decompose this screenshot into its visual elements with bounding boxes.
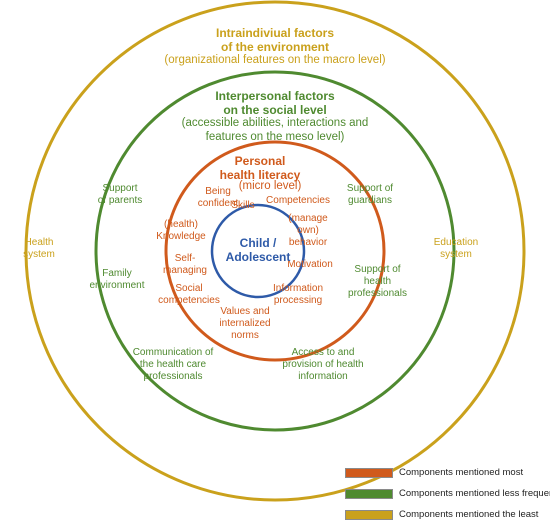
macro-item-education-system: Education system: [433, 237, 479, 260]
meso-item-support-of-parents: Support of parents: [97, 183, 143, 206]
meso-subtitle: (accessible abilities, interactions and …: [181, 117, 369, 143]
micro-item-health-knowledge: (health) Knowledge: [156, 219, 206, 242]
legend: Components mentioned most Components men…: [345, 462, 550, 525]
micro-ring: [164, 140, 386, 362]
legend-label-less-frequently: Components mentioned less frequently: [399, 488, 550, 499]
meso-item-support-of-health-professionals: Support of health professionals: [348, 264, 407, 299]
micro-item-motivation: Motivation: [287, 259, 333, 270]
meso-item-family-environment: Family environment: [89, 268, 145, 291]
legend-label-least: Components mentioned the least: [399, 509, 539, 520]
legend-swatch-less-frequently: [345, 488, 393, 499]
micro-item-being-confident: Being confident: [197, 186, 239, 209]
meso-item-support-of-guardians: Support of guardians: [346, 183, 394, 206]
legend-swatch-most: [345, 467, 393, 478]
micro-item-skills: Skills: [231, 200, 255, 211]
micro-item-competencies: Competencies: [266, 195, 330, 206]
macro-title: Intraindiviual factors of the environmen…: [215, 26, 335, 55]
legend-swatch-least: [345, 509, 393, 520]
micro-item-information-processing: Information processing: [272, 283, 324, 306]
micro-subtitle: (micro level): [238, 180, 302, 192]
micro-item-self-managing: Self- managing: [163, 253, 207, 276]
center-label: Child / Adolescent: [225, 236, 291, 264]
meso-ring: [94, 70, 456, 432]
micro-title: Personal health literacy: [219, 154, 301, 183]
legend-label-most: Components mentioned most: [399, 467, 524, 478]
center-ring: [210, 203, 306, 299]
meso-title: Interpersonal factors on the social leve…: [215, 89, 335, 118]
macro-ring: [24, 0, 526, 502]
macro-subtitle: (organizational features on the macro le…: [164, 54, 386, 66]
micro-item-social-competencies: Social competencies: [158, 283, 220, 306]
legend-item-least: Components mentioned the least: [345, 504, 550, 525]
legend-item-less-frequently: Components mentioned less frequently: [345, 483, 550, 504]
micro-item-manage-own-behavior: (manage own) behavior: [288, 213, 328, 248]
meso-item-access-to-health-information: Access to and provision of health inform…: [282, 347, 364, 382]
micro-item-values-and-norms: Values and internalized norms: [219, 306, 271, 341]
meso-item-communication-of-professionals: Communication of the health care profess…: [132, 347, 214, 382]
macro-item-health-system: Health system: [23, 237, 55, 260]
legend-item-most: Components mentioned most: [345, 462, 550, 483]
